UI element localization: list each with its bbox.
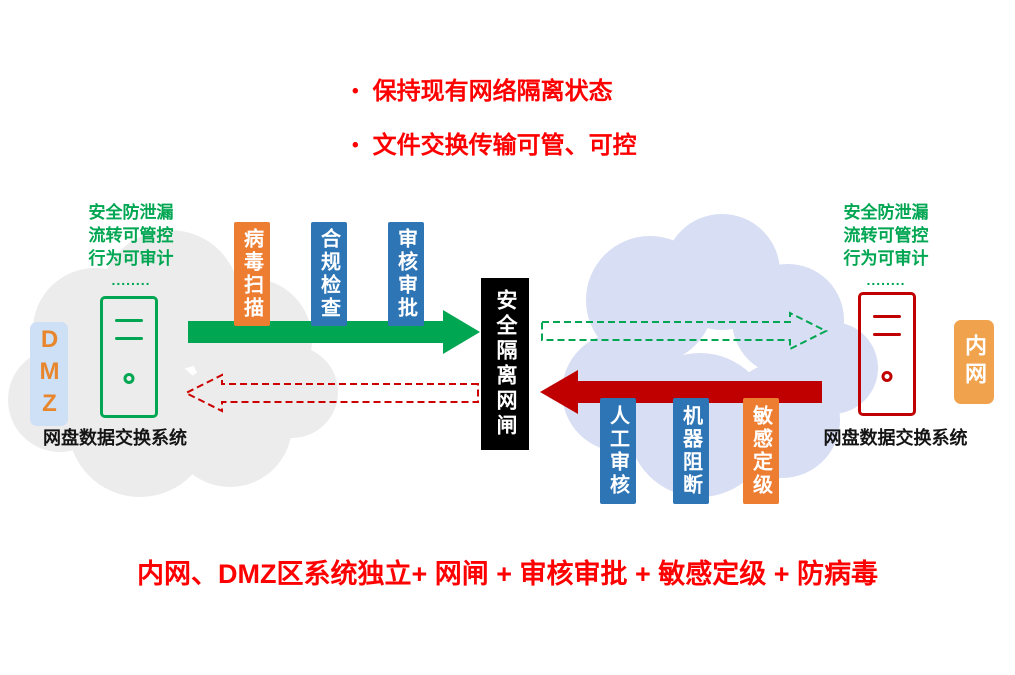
security-isolation-gateway: 安全隔离网闸 bbox=[481, 278, 529, 450]
feature-line: 流转可管控 bbox=[88, 225, 174, 245]
intranet-security-features: 安全防泄漏 流转可管控 行为可审计 ........ bbox=[813, 202, 959, 290]
feature-line: 行为可审计 bbox=[88, 248, 174, 268]
intranet-zone-badge: 内网 bbox=[954, 320, 994, 404]
control-machine-block: 机器阻断 bbox=[673, 398, 709, 504]
dmz-security-features: 安全防泄漏 流转可管控 行为可审计 ........ bbox=[58, 202, 204, 290]
control-virus-scan: 病毒扫描 bbox=[234, 222, 270, 326]
dmz-server-icon bbox=[100, 296, 158, 418]
dmz-zone-badge: DMZ bbox=[30, 322, 68, 426]
forward-dashed-green-arrow bbox=[541, 311, 829, 351]
dmz-system-label: 网盘数据交换系统 bbox=[43, 428, 187, 448]
server-slot bbox=[115, 337, 143, 340]
server-led bbox=[881, 371, 893, 382]
key-point-isolation: 保持现有网络隔离状态 bbox=[352, 76, 637, 108]
control-review-approval: 审核审批 bbox=[388, 222, 424, 326]
feature-line: 安全防泄漏 bbox=[88, 203, 174, 222]
server-slot bbox=[115, 319, 143, 322]
ellipsis-dots: ........ bbox=[866, 271, 906, 288]
key-point-controllable: 文件交换传输可管、可控 bbox=[352, 130, 637, 162]
key-points-list: 保持现有网络隔离状态 文件交换传输可管、可控 bbox=[352, 76, 637, 184]
feature-line: 安全防泄漏 bbox=[843, 203, 929, 222]
ellipsis-dots: ........ bbox=[111, 271, 151, 288]
server-slot bbox=[873, 333, 901, 336]
server-slot bbox=[873, 315, 901, 318]
summary-formula: 内网、DMZ区系统独立+ 网闸 + 审核审批 + 敏感定级 + 防病毒 bbox=[136, 559, 879, 589]
intranet-system-label: 网盘数据交换系统 bbox=[823, 428, 968, 448]
feature-line: 行为可审计 bbox=[843, 248, 929, 268]
control-sensitivity-grading: 敏感定级 bbox=[743, 398, 779, 504]
intranet-server-icon bbox=[858, 292, 916, 416]
control-manual-review: 人工审核 bbox=[600, 398, 636, 504]
feature-line: 流转可管控 bbox=[843, 225, 929, 245]
server-led bbox=[123, 373, 135, 384]
control-compliance-check: 合规检查 bbox=[311, 222, 347, 326]
return-dashed-red-arrow bbox=[183, 373, 479, 413]
